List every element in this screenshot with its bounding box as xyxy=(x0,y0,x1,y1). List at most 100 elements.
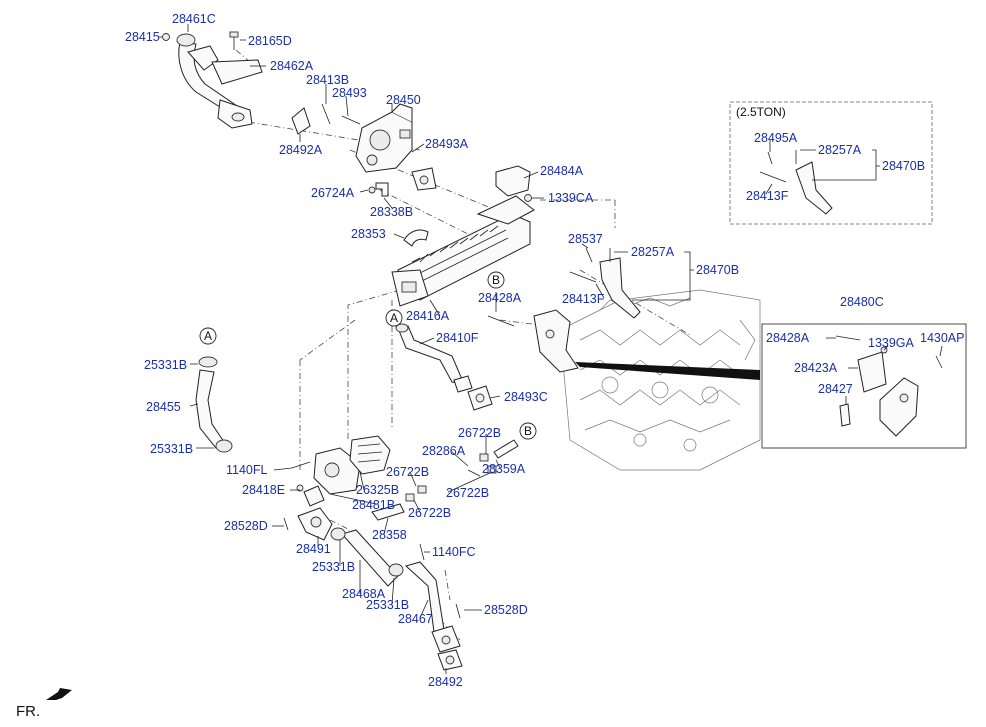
marker-b1: B xyxy=(487,271,505,289)
label-28528D-a: 28528D xyxy=(224,519,268,533)
fitting-28491 xyxy=(297,507,333,541)
egr-cooler xyxy=(391,195,535,307)
mount-bracket xyxy=(533,309,579,373)
gasket-28493A xyxy=(411,167,437,191)
label-28467: 28467 xyxy=(398,612,433,626)
hose-28338B xyxy=(375,182,389,197)
label-28493C: 28493C xyxy=(504,390,548,404)
label-28492A: 28492A xyxy=(279,143,323,157)
marker-a2-text: A xyxy=(390,311,398,325)
label-28165D: 28165D xyxy=(248,34,292,48)
label-28423A: 28423A xyxy=(794,361,838,375)
label-28470B-b: 28470B xyxy=(882,159,925,173)
bolt-1140FC xyxy=(419,543,425,561)
label-28528D-b: 28528D xyxy=(484,603,528,617)
label-28286A: 28286A xyxy=(422,444,466,458)
egr-valve xyxy=(355,103,413,173)
label-28455: 28455 xyxy=(146,400,181,414)
lower-housing xyxy=(313,435,391,495)
front-arrow-icon xyxy=(46,688,72,700)
label-28410F: 28410F xyxy=(436,331,479,345)
label-28415: 28415 xyxy=(125,30,160,44)
bolt-28428A xyxy=(487,315,515,327)
marker-b2: B xyxy=(519,422,537,440)
pipe-28468A xyxy=(330,527,404,587)
part-labels: 28461C 28415 28165D 28462A 28413B 28493 … xyxy=(125,12,964,689)
label-28413B: 28413B xyxy=(306,73,349,87)
egr-pipe-upper xyxy=(176,33,263,129)
label-28358: 28358 xyxy=(372,528,407,542)
label-28450: 28450 xyxy=(386,93,421,107)
gasket-28492 xyxy=(437,649,463,671)
label-28428A: 28428A xyxy=(478,291,522,305)
label-28470B: 28470B xyxy=(696,263,739,277)
label-28418E: 28418E xyxy=(242,483,285,497)
label-26722B-c: 26722B xyxy=(446,486,489,500)
gasket-28418E xyxy=(296,484,325,507)
heat-shield-28484A xyxy=(495,165,531,197)
gasket-28492A xyxy=(291,107,311,135)
label-28413F: 28413F xyxy=(562,292,605,306)
oring-26724A xyxy=(368,186,376,194)
hose-28353 xyxy=(403,229,429,247)
label-26722B-a: 26722B xyxy=(458,426,501,440)
label-26722B-d: 26722B xyxy=(408,506,451,520)
front-indicator: FR. xyxy=(16,688,72,720)
inset-2-5ton xyxy=(729,101,933,225)
label-25331B-c: 25331B xyxy=(312,560,355,574)
label-1339CA: 1339CA xyxy=(548,191,594,205)
label-25331B-b: 25331B xyxy=(150,442,193,456)
label-28462A: 28462A xyxy=(270,59,314,73)
fr-label: FR. xyxy=(16,703,40,720)
bolt-1140FL xyxy=(291,461,311,469)
label-28491: 28491 xyxy=(296,542,331,556)
label-28468A: 28468A xyxy=(342,587,386,601)
hose-28358 xyxy=(371,503,405,521)
label-1430AP: 1430AP xyxy=(920,331,964,345)
label-28492: 28492 xyxy=(428,675,463,689)
gasket-28493C xyxy=(467,385,493,411)
label-28428A-b: 28428A xyxy=(766,331,810,345)
label-26722B-b: 26722B xyxy=(386,465,429,479)
bolt-28413F xyxy=(569,271,597,283)
label-28353: 28353 xyxy=(351,227,386,241)
label-28359A: 28359A xyxy=(482,462,526,476)
label-26325B: 26325B xyxy=(356,483,399,497)
label-28537: 28537 xyxy=(568,232,603,246)
bolt-28413B xyxy=(321,103,331,125)
marker-a1: A xyxy=(199,327,217,345)
label-28493: 28493 xyxy=(332,86,367,100)
label-28495A: 28495A xyxy=(754,131,798,145)
pipe-28467 xyxy=(404,561,461,653)
leader-lines xyxy=(158,24,943,674)
label-26724A: 26724A xyxy=(311,186,355,200)
label-28427: 28427 xyxy=(818,382,853,396)
marker-a2: A xyxy=(385,309,403,327)
inset-28480C xyxy=(761,323,967,449)
label-28257A: 28257A xyxy=(631,245,675,259)
label-25331B-d: 25331B xyxy=(366,598,409,612)
marker-b2-text: B xyxy=(524,424,532,438)
bolt-28528D-right xyxy=(455,603,461,619)
label-28481B: 28481B xyxy=(352,498,395,512)
hose-28455 xyxy=(195,356,233,453)
bolt-28493 xyxy=(341,115,361,125)
label-25331B-a: 25331B xyxy=(144,358,187,372)
label-1339GA: 1339GA xyxy=(868,336,915,350)
label-28480C: 28480C xyxy=(840,295,884,309)
nut-28415 xyxy=(162,33,170,41)
label-28493A: 28493A xyxy=(425,137,469,151)
bolt-28528D-left xyxy=(283,517,289,531)
inset-ton-title: (2.5TON) xyxy=(736,105,786,119)
label-28416A: 28416A xyxy=(406,309,450,323)
engine-block xyxy=(559,289,761,471)
label-1140FC: 1140FC xyxy=(432,545,476,559)
label-28413F-b: 28413F xyxy=(746,189,789,203)
label-28257A-b: 28257A xyxy=(818,143,862,157)
bolt-28165D xyxy=(229,31,239,50)
bracket-28470B xyxy=(599,248,641,319)
egr-pipe-28410F xyxy=(395,323,473,393)
label-28484A: 28484A xyxy=(540,164,584,178)
marker-b1-text: B xyxy=(492,273,500,287)
